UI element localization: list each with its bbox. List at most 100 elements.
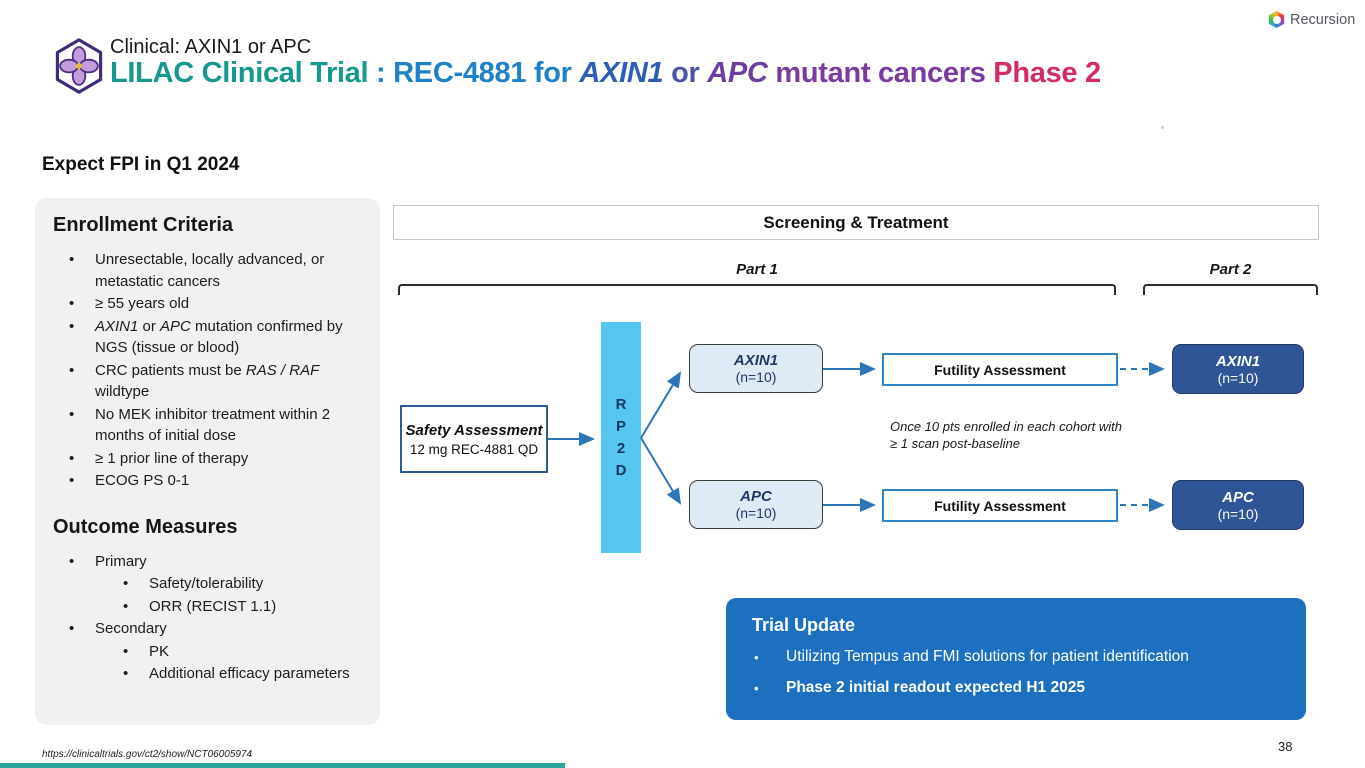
clinicaltrials-url: https://clinicaltrials.gov/ct2/show/NCT0…: [42, 749, 253, 760]
list-item: ORR (RECIST 1.1): [53, 596, 362, 618]
band-title: Screening & Treatment: [763, 212, 949, 232]
part1-axin1-cohort-box: AXIN1 (n=10): [689, 344, 823, 393]
outcome-measures-list: Primary Safety/tolerability ORR (RECIST …: [53, 551, 362, 685]
cohort-name: APC: [740, 488, 772, 505]
futility-assessment-box-apc: Futility Assessment: [882, 489, 1118, 522]
bullet-text: No MEK inhibitor treatment within 2 mont…: [95, 405, 331, 445]
arrow-rp2d-to-apc: [640, 437, 682, 505]
fpi-expectation-note: Expect FPI in Q1 2024: [42, 154, 240, 175]
recursion-hexagon-icon-core: [1272, 15, 1281, 24]
bullet-text: CRC patients must be: [95, 361, 246, 379]
slide-number: 38: [1278, 739, 1293, 754]
bullet-text: or: [138, 317, 161, 335]
arrow-rp2d-to-axin1: [640, 371, 682, 439]
part2-axin1-cohort-box: AXIN1 (n=10): [1172, 344, 1304, 394]
bullet-text: Primary: [95, 552, 147, 570]
hexagon-outline-icon: [55, 38, 103, 94]
recursion-hexagon-icon: [1268, 11, 1285, 28]
bullet-text: RAS / RAF: [245, 361, 320, 379]
cohort-n: (n=10): [1217, 505, 1259, 522]
list-item: PK: [53, 641, 362, 663]
list-item: Unresectable, locally advanced, or metas…: [53, 249, 362, 292]
enrollment-note: Once 10 pts enrolled in each cohort with…: [890, 418, 1160, 452]
bullet-text: Unresectable, locally advanced, or metas…: [95, 251, 325, 290]
note-line: ≥ 1 scan post-baseline: [890, 436, 1020, 451]
bullet-text: PK: [149, 642, 170, 660]
cohort-name: AXIN1: [1215, 352, 1261, 370]
outcome-measures-heading: Outcome Measures: [53, 515, 238, 538]
list-item: AXIN1 or APC mutation confirmed by NGS (…: [53, 316, 362, 359]
recursion-logo-text: Recursion: [1290, 11, 1356, 28]
enrollment-criteria-heading: Enrollment Criteria: [53, 214, 234, 236]
bullet-text: Phase 2 initial readout expected H1 2025: [786, 679, 1085, 696]
title-segment-axin1: AXIN1: [579, 57, 664, 89]
bullet-text: Secondary: [95, 620, 167, 637]
part1-bracket: [398, 284, 1116, 295]
bottom-accent-bar: [0, 763, 565, 768]
trial-update-heading: Trial Update: [752, 615, 856, 635]
list-item: ECOG PS 0-1: [53, 470, 362, 492]
title-segment: mutant cancers: [767, 57, 994, 89]
futility-label: Futility Assessment: [934, 497, 1066, 514]
title-segment: or: [663, 57, 708, 89]
trial-update-list: Utilizing Tempus and FMI solutions for p…: [752, 648, 1280, 697]
rp2d-letter: D: [615, 462, 627, 479]
safety-assessment-box: Safety Assessment 12 mg REC-4881 QD: [400, 405, 548, 473]
slide-eyebrow: Clinical: AXIN1 or APC: [110, 36, 312, 58]
tiny-dot-artifact: [1161, 126, 1164, 129]
title-segment: : REC-4881 for: [376, 57, 580, 89]
list-item: Primary: [53, 551, 362, 573]
bullet-text: mutation confirmed by NGS (tissue or blo…: [95, 317, 343, 357]
part2-apc-cohort-box: APC (n=10): [1172, 480, 1304, 530]
enrollment-criteria-list: Unresectable, locally advanced, or metas…: [53, 249, 362, 492]
bullet-text: APC: [160, 317, 191, 335]
bullet-text: Utilizing Tempus and FMI solutions for p…: [786, 648, 1189, 665]
bullet-text: ≥ 55 years old: [95, 295, 190, 312]
part2-bracket: [1143, 284, 1318, 295]
title-segment: LILAC Clinical Trial: [110, 57, 377, 89]
list-item: Utilizing Tempus and FMI solutions for p…: [752, 648, 1280, 666]
bullet-text: Safety/tolerability: [149, 575, 264, 592]
cohort-n: (n=10): [735, 369, 777, 385]
lilac-flower-hexagon-logo: [55, 38, 103, 94]
title-segment-phase2: Phase 2: [993, 57, 1101, 89]
list-item: Phase 2 initial readout expected H1 2025: [752, 679, 1280, 697]
list-item: CRC patients must be RAS / RAF wildtype: [53, 360, 362, 403]
bullet-text: AXIN1: [95, 317, 139, 335]
part1-label: Part 1: [736, 261, 778, 278]
bullet-text: ≥ 1 prior line of therapy: [95, 449, 249, 467]
title-segment-apc: APC: [707, 57, 768, 89]
bullet-text: wildtype: [95, 383, 150, 400]
list-item: Additional efficacy parameters: [53, 663, 362, 685]
cohort-n: (n=10): [735, 505, 777, 521]
rp2d-bar: R P 2 D: [601, 322, 641, 553]
list-item: Safety/tolerability: [53, 573, 362, 595]
bullet-text: ECOG PS 0-1: [95, 472, 190, 489]
rp2d-letter: R: [615, 396, 627, 413]
flower-petals-icon: [59, 46, 99, 86]
recursion-logo: Recursion: [1268, 11, 1355, 28]
bullet-text: ORR (RECIST 1.1): [149, 597, 277, 615]
note-line: Once 10 pts enrolled in each cohort with: [890, 419, 1122, 434]
rp2d-letter: P: [615, 418, 626, 435]
part1-apc-cohort-box: APC (n=10): [689, 480, 823, 529]
list-item: ≥ 55 years old: [53, 293, 362, 315]
list-item: No MEK inhibitor treatment within 2 mont…: [53, 404, 362, 447]
list-item: Secondary: [53, 618, 362, 640]
bullet-text: Additional efficacy parameters: [149, 665, 350, 682]
trial-update-panel: Trial Update Utilizing Tempus and FMI so…: [726, 598, 1306, 720]
criteria-panel: Enrollment Criteria Unresectable, locall…: [35, 198, 380, 725]
safety-assessment-title: Safety Assessment: [405, 421, 543, 439]
screening-treatment-band: Screening & Treatment: [393, 205, 1319, 240]
cohort-name: APC: [1222, 488, 1254, 506]
part2-label: Part 2: [1209, 261, 1252, 278]
cohort-n: (n=10): [1217, 369, 1259, 386]
safety-assessment-dose: 12 mg REC-4881 QD: [409, 441, 539, 457]
cohort-name: AXIN1: [733, 352, 779, 369]
page-title: LILAC Clinical Trial : REC-4881 for AXIN…: [110, 57, 1101, 90]
list-item: ≥ 1 prior line of therapy: [53, 448, 362, 470]
rp2d-letter: 2: [616, 440, 626, 457]
futility-assessment-box-axin1: Futility Assessment: [882, 353, 1118, 386]
futility-label: Futility Assessment: [934, 361, 1066, 378]
